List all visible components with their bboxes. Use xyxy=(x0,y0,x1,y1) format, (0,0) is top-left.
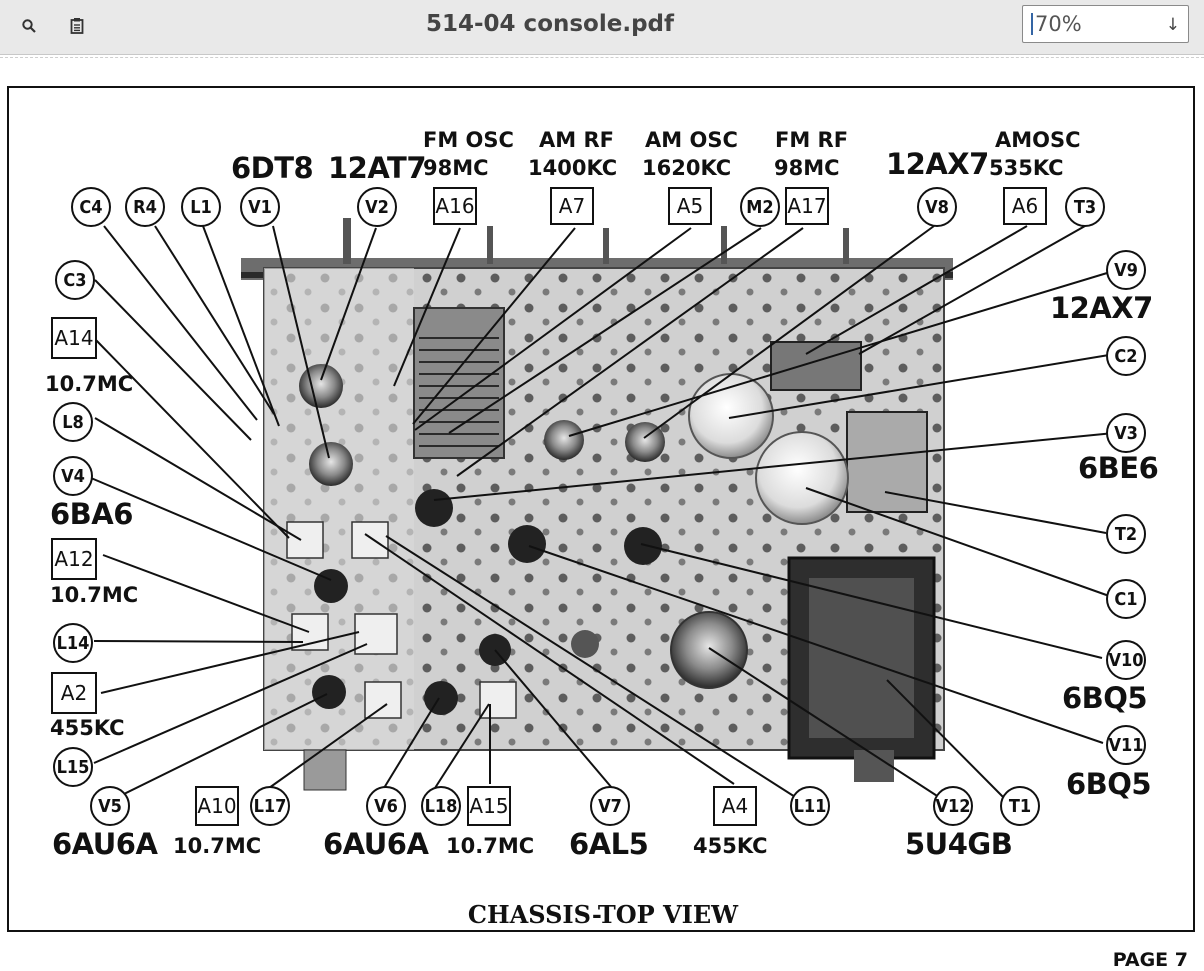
callout-v10: V10 xyxy=(1106,640,1146,680)
callout-v12: V12 xyxy=(933,786,973,826)
callout-v7: V7 xyxy=(590,786,630,826)
fm-rf-freq: 98MC xyxy=(774,156,840,180)
callout-a16: A16 xyxy=(433,187,477,225)
callout-a14: A14 xyxy=(51,317,97,359)
am-osc2-freq: 535KC xyxy=(989,156,1064,180)
fm-osc-freq: 98MC xyxy=(423,156,489,180)
a15-freq-label: 10.7MC xyxy=(446,834,535,858)
callout-v5: V5 xyxy=(90,786,130,826)
a2-freq-label: 455KC xyxy=(50,716,125,740)
callout-v8: V8 xyxy=(917,187,957,227)
callout-a17: A17 xyxy=(785,187,829,225)
v6-type-label: 6AU6A xyxy=(323,827,429,861)
callout-a7: A7 xyxy=(550,187,594,225)
v11-type-label: 6BQ5 xyxy=(1066,767,1152,801)
callout-a5: A5 xyxy=(668,187,712,225)
callout-v9: V9 xyxy=(1106,250,1146,290)
clipboard-icon xyxy=(70,18,84,34)
v3-type-label: 6BE6 xyxy=(1078,451,1159,485)
callout-a6: A6 xyxy=(1003,187,1047,225)
search-button[interactable] xyxy=(11,9,47,43)
viewer-toolbar: 514-04 console.pdf 70% ↓ xyxy=(0,0,1204,55)
callout-m2: M2 xyxy=(740,187,780,227)
callout-a12: A12 xyxy=(51,538,97,580)
callout-a10: A10 xyxy=(195,786,239,826)
fm-osc-label: FM OSC xyxy=(423,128,514,152)
a10-freq-label: 10.7MC xyxy=(173,834,262,858)
v7-type-label: 6AL5 xyxy=(569,827,649,861)
fm-rf-label: FM RF xyxy=(775,128,849,152)
callout-t2: T2 xyxy=(1106,514,1146,554)
chassis-photo xyxy=(90,218,1118,804)
zoom-value[interactable]: 70% xyxy=(1031,13,1082,35)
callout-t1: T1 xyxy=(1000,786,1040,826)
callout-l18: L18 xyxy=(421,786,461,826)
callout-l1: L1 xyxy=(181,187,221,227)
toolbar-divider xyxy=(0,57,1204,58)
callout-c4: C4 xyxy=(71,187,111,227)
v5-type-label: 6AU6A xyxy=(52,827,158,861)
callout-c2: C2 xyxy=(1106,336,1146,376)
callout-a15: A15 xyxy=(467,786,511,826)
callout-v2: V2 xyxy=(357,187,397,227)
callout-l17: L17 xyxy=(250,786,290,826)
callout-l15: L15 xyxy=(53,747,93,787)
a4-freq-label: 455KC xyxy=(693,834,768,858)
callout-t3: T3 xyxy=(1065,187,1105,227)
v8-type-label: 12AX7 xyxy=(886,147,989,181)
am-osc-label: AM OSC xyxy=(645,128,738,152)
callout-v3: V3 xyxy=(1106,413,1146,453)
outline-button[interactable] xyxy=(59,9,95,43)
zoom-select[interactable]: 70% ↓ xyxy=(1022,5,1189,43)
am-osc-freq: 1620KC xyxy=(642,156,732,180)
callout-v4: V4 xyxy=(53,456,93,496)
am-osc2-label: AMOSC xyxy=(995,128,1081,152)
callout-l8: L8 xyxy=(53,402,93,442)
v4-type-label: 6BA6 xyxy=(50,497,133,531)
document-title: 514-04 console.pdf xyxy=(425,11,675,37)
chevron-down-icon[interactable]: ↓ xyxy=(1165,15,1180,35)
chassis-figure: FM OSC 98MC AM RF 1400KC AM OSC 1620KC F… xyxy=(7,86,1195,932)
am-rf-freq: 1400KC xyxy=(528,156,618,180)
callout-l11: L11 xyxy=(790,786,830,826)
v2-type-label: 12AT7 xyxy=(328,151,427,185)
a12-freq-label: 10.7MC xyxy=(50,583,139,607)
callout-v6: V6 xyxy=(366,786,406,826)
v12-type-label: 5U4GB xyxy=(905,827,1013,861)
v9-type-label: 12AX7 xyxy=(1050,291,1153,325)
callout-v11: V11 xyxy=(1106,725,1146,765)
a14-freq-label: 10.7MC xyxy=(45,372,134,396)
callout-v1: V1 xyxy=(240,187,280,227)
callout-c3: C3 xyxy=(55,260,95,300)
callout-l14: L14 xyxy=(53,623,93,663)
figure-caption: CHASSIS-TOP VIEW xyxy=(467,900,739,929)
callout-c1: C1 xyxy=(1106,579,1146,619)
callout-a4: A4 xyxy=(713,786,757,826)
page-number: PAGE 7 xyxy=(1112,949,1188,971)
v1-type-label: 6DT8 xyxy=(231,151,314,185)
am-rf-label: AM RF xyxy=(539,128,614,152)
search-icon xyxy=(22,19,36,33)
callout-a2: A2 xyxy=(51,672,97,714)
callout-r4: R4 xyxy=(125,187,165,227)
v10-type-label: 6BQ5 xyxy=(1062,681,1148,715)
